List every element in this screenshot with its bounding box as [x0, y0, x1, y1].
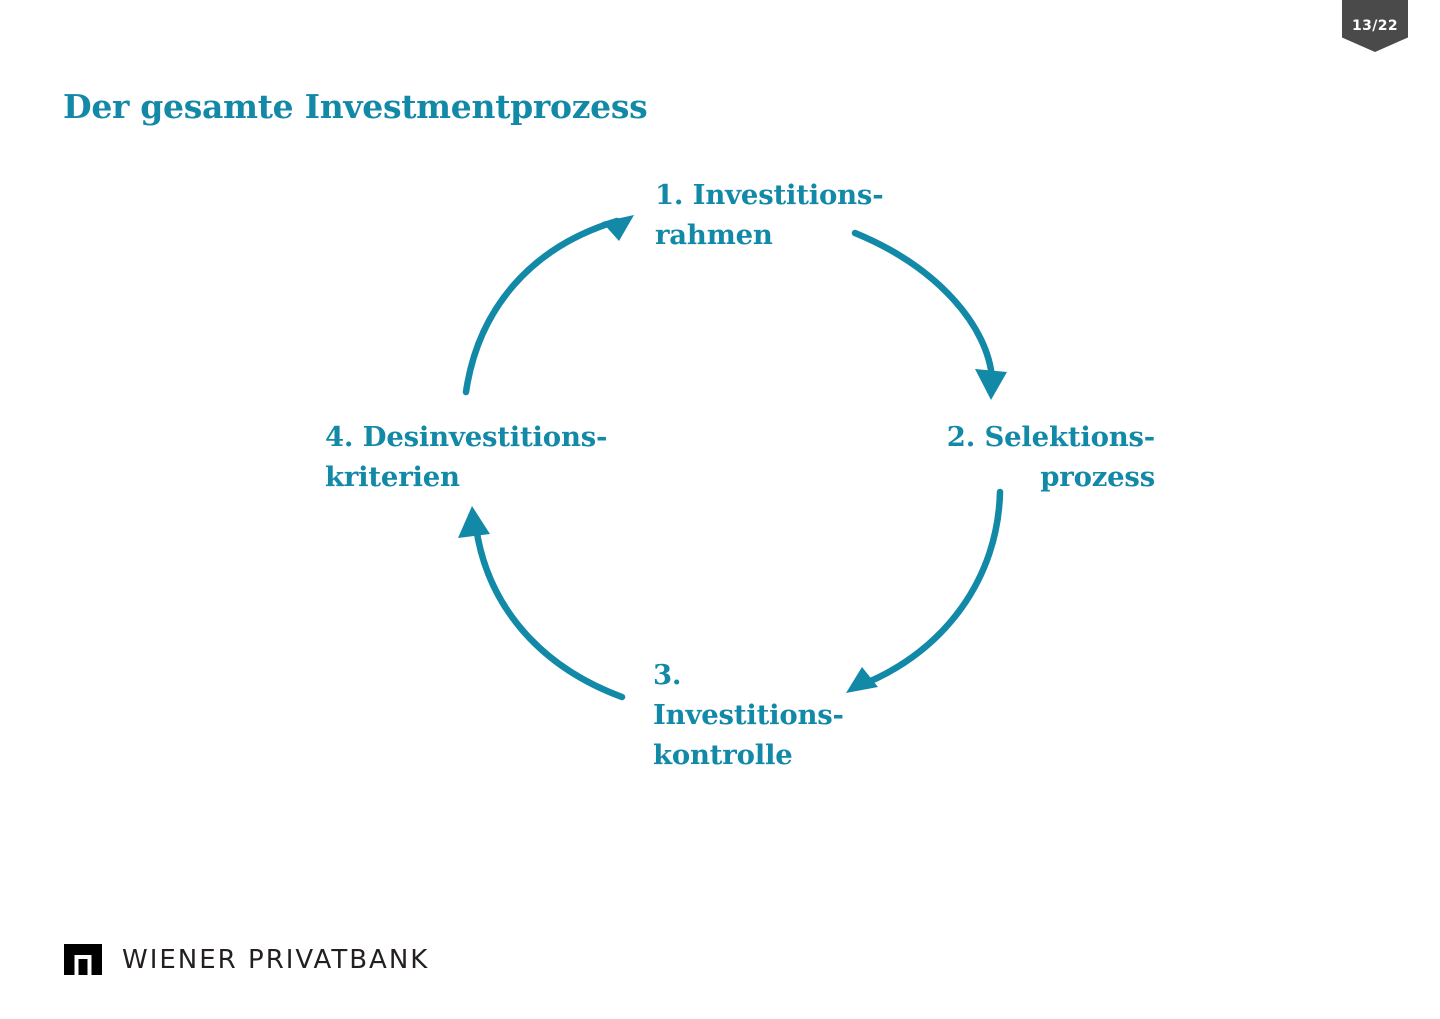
cycle-step-label-1: 1. Investitions- rahmen [655, 179, 884, 251]
arrowhead-icon-to-step-3 [846, 667, 878, 693]
brand-name-label: WIENER PRIVATBANK [122, 944, 430, 975]
cycle-step-label-2: 2. Selektions- prozess [946, 421, 1155, 493]
arrow-path-3-to-4 [472, 523, 626, 701]
arrow-path-2-to-3 [862, 488, 1004, 687]
page-number-label: 13/22 [1351, 18, 1399, 34]
brand-logo: WIENER PRIVATBANK [64, 944, 429, 975]
arrow-path-4-to-1 [462, 217, 621, 396]
arrow-path-1-to-2 [851, 229, 996, 382]
cycle-step-label-3: 3. Investitions- kontrolle [653, 659, 844, 771]
arrowhead-icon-to-step-1 [602, 215, 634, 241]
wiener-privatbank-mark-icon [64, 944, 102, 975]
page-title: Der gesamte Investmentprozess [63, 87, 648, 127]
cycle-step-label-4: 4. Desinvestitions- kriterien [325, 421, 608, 493]
arrowhead-icon-to-step-2 [975, 369, 1007, 400]
arrowhead-icon-to-step-4 [458, 506, 490, 538]
